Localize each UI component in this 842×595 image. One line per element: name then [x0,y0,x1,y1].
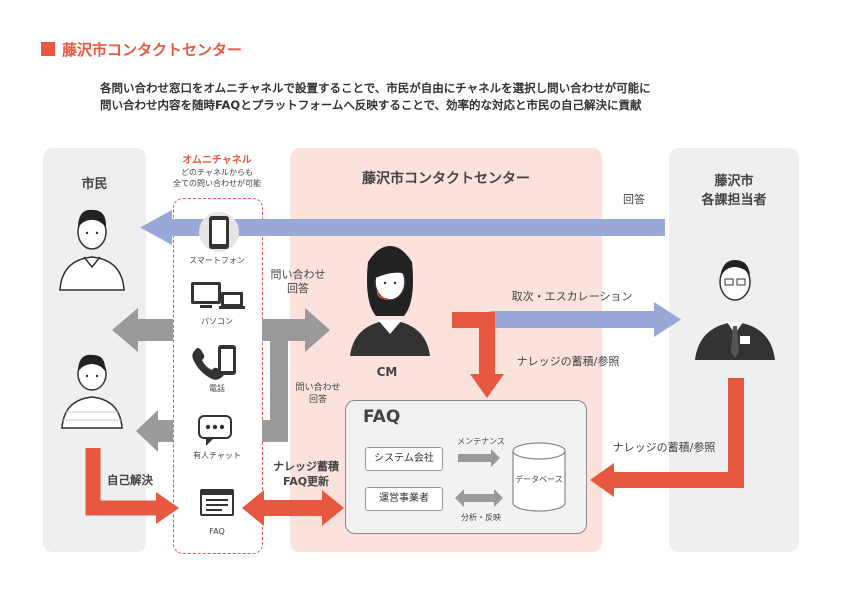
citizen-title: 市民 [81,177,108,192]
inquiry-answer-label: 問い合わせ 回答 [268,268,328,296]
phone-icon [192,345,236,380]
self-solve-label: 自己解決 [107,473,153,487]
omni-subtitle-line-2: 全ての問い合わせが可能 [173,179,261,188]
knowledge-ref-center-label: ナレッジの蓄積/参照 [516,355,620,368]
maintenance-label: メンテナンス [457,437,505,446]
cm-label: CM [376,365,398,379]
staff-title-line-2: 各課担当者 [701,193,767,208]
channel-label-phone: 電話 [209,384,225,393]
staff-title: 藤沢市 各課担当者 [669,172,799,210]
inquiry-answer-2-line-1: 問い合わせ [295,383,341,393]
maintenance-arrow-head [491,449,500,467]
citizen-person-icon-2 [61,354,123,429]
red-arrow-cm-faq-head [470,374,504,398]
red-double-arrow-right-head [322,490,344,526]
answer-arrow-body [172,219,665,236]
red-arrow-self-solve-body [85,448,157,516]
system-company-tag: システム会社 [365,447,443,471]
database-icon [512,442,566,512]
knowledge-faq-label: ナレッジ蓄積 FAQ更新 [268,459,344,489]
page-description: 各問い合わせ窓口をオムニチャネルで設置することで、市民が自由にチャネルを選択し問… [100,80,651,114]
citizen-person-icon [59,209,125,291]
gray-connector-vertical [270,330,288,432]
inquiry-answer-line-2: 回答 [287,282,309,295]
page-title: 藤沢市コンタクトセンター [62,41,243,59]
analysis-arrow-left-head [455,489,464,507]
description-line-2: 問い合わせ内容を随時FAQとプラットフォームへ反映することで、効率的な対応と市民… [100,98,642,112]
channel-label-faq: FAQ [209,527,225,536]
operator-person-icon [350,246,430,356]
answer-label: 回答 [623,193,645,206]
inquiry-answer-2-line-2: 回答 [308,395,327,405]
description-line-1: 各問い合わせ窓口をオムニチャネルで設置することで、市民が自由にチャネルを選択し問… [100,81,651,95]
knowledge-faq-line-2: FAQ更新 [282,475,330,488]
red-arrow-staff-faq-head [590,463,614,497]
channel-label-smartphone: スマートフォン [189,256,245,265]
red-double-arrow-left-head [242,490,264,526]
omni-subtitle-line-1: どのチャネルからも [181,168,253,177]
chat-icon [198,415,232,446]
gray-arrow-citizen-upper-body [138,319,173,341]
maintenance-arrow-body [458,454,491,462]
red-double-arrow-body [262,500,324,516]
omni-subtitle: どのチャネルからも 全ての問い合わせが可能 [165,167,269,189]
gray-connector-horizontal [262,420,288,442]
channel-label-chat: 有人チャット [193,451,241,460]
inquiry-answer-line-1: 問い合わせ [270,268,326,281]
operator-company-tag: 運営事業者 [365,487,443,511]
analysis-arrow-right-head [494,489,503,507]
staff-title-line-1: 藤沢市 [714,174,754,189]
gray-arrow-citizen-upper-head [112,308,138,352]
omni-title: オムニチャネル [182,155,252,166]
answer-arrow-head [140,210,172,245]
escalation-arrow-head [654,302,681,337]
faq-icon [200,489,234,516]
channel-label-pc: パソコン [201,317,233,326]
knowledge-ref-staff-label: ナレッジの蓄積/参照 [612,441,716,454]
computer-icon [191,282,245,309]
gray-arrow-cm-head [305,308,330,352]
escalation-arrow-body [490,311,654,328]
inquiry-answer-label-2: 問い合わせ 回答 [291,382,345,406]
knowledge-faq-line-1: ナレッジ蓄積 [273,460,339,473]
title-marker [41,42,55,56]
center-title: 藤沢市コンタクトセンター [362,171,530,187]
analysis-arrow-body [464,494,494,502]
faq-title: FAQ [363,407,401,427]
escalation-label: 取次・エスカレーション [511,290,633,303]
red-arrow-self-solve-head [156,492,179,524]
red-arrow-staff-faq-body [612,378,744,488]
gray-arrow-citizen-lower-body [158,420,173,442]
smartphone-icon [209,216,229,249]
staff-person-icon [695,260,775,360]
red-arrow-cm-faq-body [452,312,495,377]
analysis-label: 分析・反映 [461,513,501,522]
database-label: データベース [515,475,563,484]
gray-arrow-citizen-lower-head [136,410,158,452]
